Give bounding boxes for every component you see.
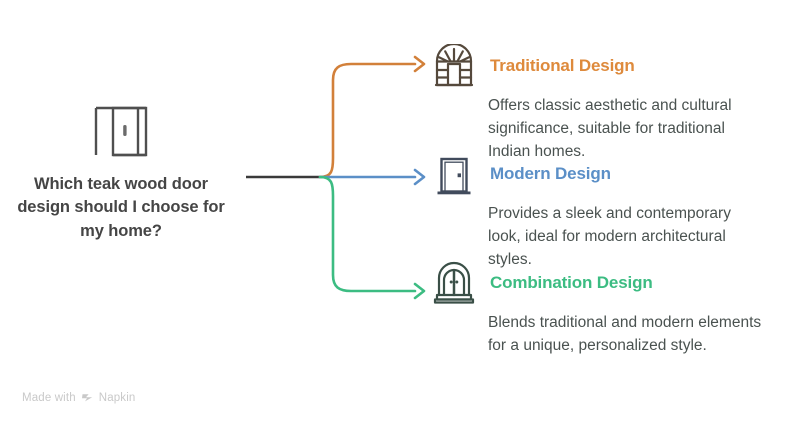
- modern-door-icon: [437, 157, 471, 195]
- connector-line-combination: [318, 175, 417, 293]
- branch-traditional: Traditional Design Offers classic aesthe…: [432, 42, 774, 163]
- napkin-chevrons-logo: [81, 394, 92, 402]
- branch-description: Provides a sleek and contemporary look, …: [488, 205, 731, 268]
- arrowhead-combination: [413, 282, 426, 300]
- watermark-brand: Napkin: [98, 391, 136, 404]
- arrowhead-traditional: [413, 55, 426, 73]
- branch-description: Offers classic aesthetic and cultural si…: [488, 97, 732, 160]
- watermark: Made with Napkin: [22, 391, 135, 404]
- branch-description: Blends traditional and modern elements f…: [488, 314, 762, 354]
- watermark-prefix: Made with: [22, 391, 76, 404]
- branch-modern: Modern Design Provides a sleek and conte…: [432, 150, 774, 271]
- double-arched-door-icon: [433, 261, 475, 304]
- arrowhead-modern: [413, 168, 426, 186]
- branch-header: Traditional Design: [432, 42, 774, 90]
- branch-combination: Combination Design Blends traditional an…: [432, 259, 774, 358]
- branch-title: Traditional Design: [490, 56, 635, 75]
- branch-title: Modern Design: [490, 164, 611, 183]
- question-block: Which teak wood door design should I cho…: [12, 95, 230, 243]
- arched-window-door-icon: [434, 44, 474, 87]
- branch-title: Combination Design: [490, 273, 653, 292]
- double-door-icon: [94, 106, 148, 157]
- question-text: Which teak wood door design should I cho…: [17, 175, 225, 240]
- connector-line-traditional: [318, 62, 417, 179]
- branch-header: Combination Design: [432, 259, 774, 307]
- branch-header: Modern Design: [432, 150, 774, 198]
